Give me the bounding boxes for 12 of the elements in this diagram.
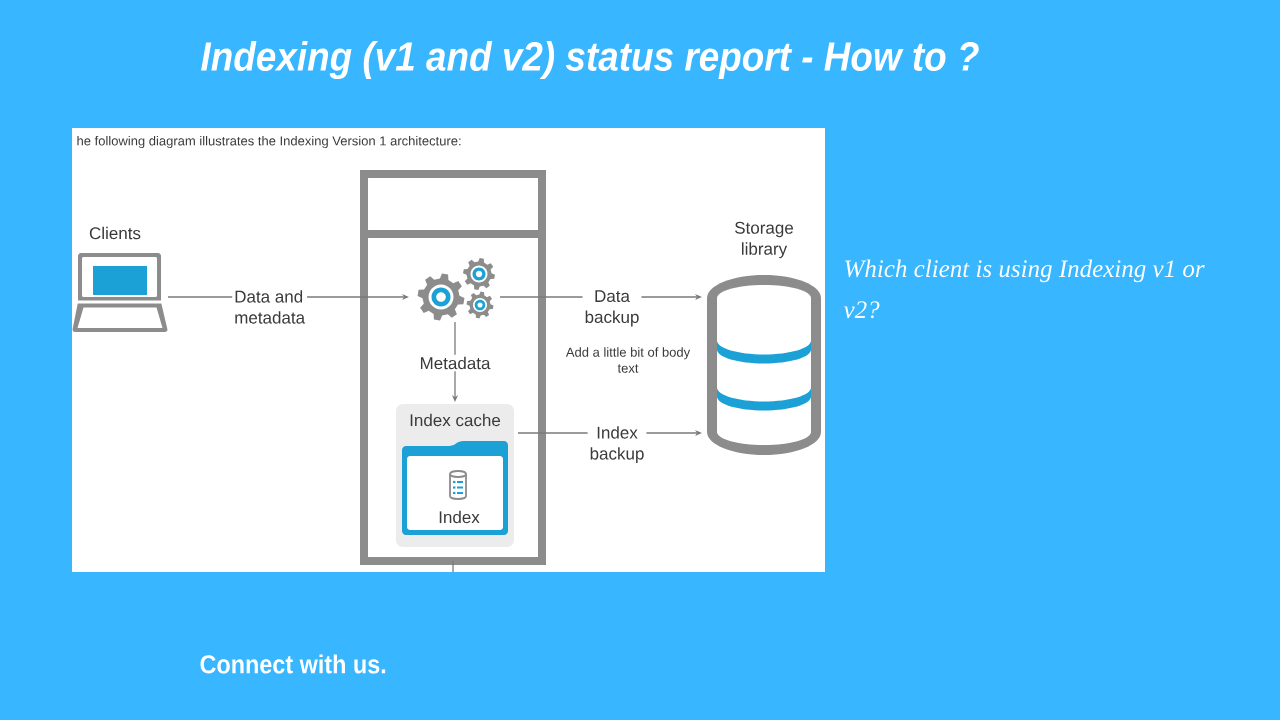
- body-text: Add a little bit of body text: [565, 347, 691, 373]
- node-title: Clients: [89, 226, 141, 240]
- caption-text: he following diagram illustrates the Indexing Version 1 architecture:: [77, 135, 461, 149]
- folder-box: Index: [402, 441, 508, 535]
- question-text: Which client is using Indexing v1 or v2?: [843, 259, 1205, 319]
- footer-text: Connect with us.: [200, 654, 386, 674]
- gears-icon: [417, 258, 495, 321]
- edge-label: Index backup: [587, 424, 647, 466]
- edge-label: Data backup: [582, 288, 642, 329]
- title: Indexing (v1 and v2) status report - How to ?: [201, 40, 979, 80]
- node-title: Storage library: [735, 221, 793, 259]
- edge-label: Data and metadata: [232, 288, 308, 326]
